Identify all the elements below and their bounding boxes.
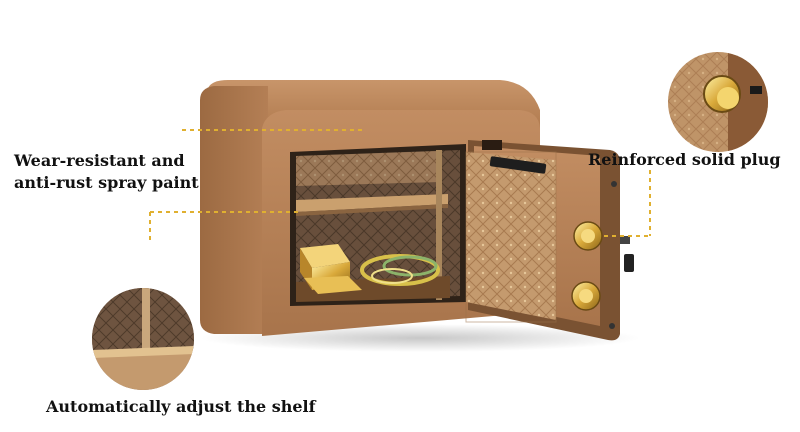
callout-reinforced-plug: Reinforced solid plug	[588, 150, 781, 169]
callout-wear-line1: Wear-resistant and	[14, 151, 185, 170]
callout-wear-line2: anti-rust spray paint	[14, 173, 199, 192]
callout-adjust-shelf: Automatically adjust the shelf	[46, 397, 316, 416]
callout-wear-resistant: Wear-resistant and anti-rust spray paint	[14, 150, 199, 194]
shelf-detail-image	[92, 288, 194, 390]
plug-detail-image	[668, 52, 768, 152]
